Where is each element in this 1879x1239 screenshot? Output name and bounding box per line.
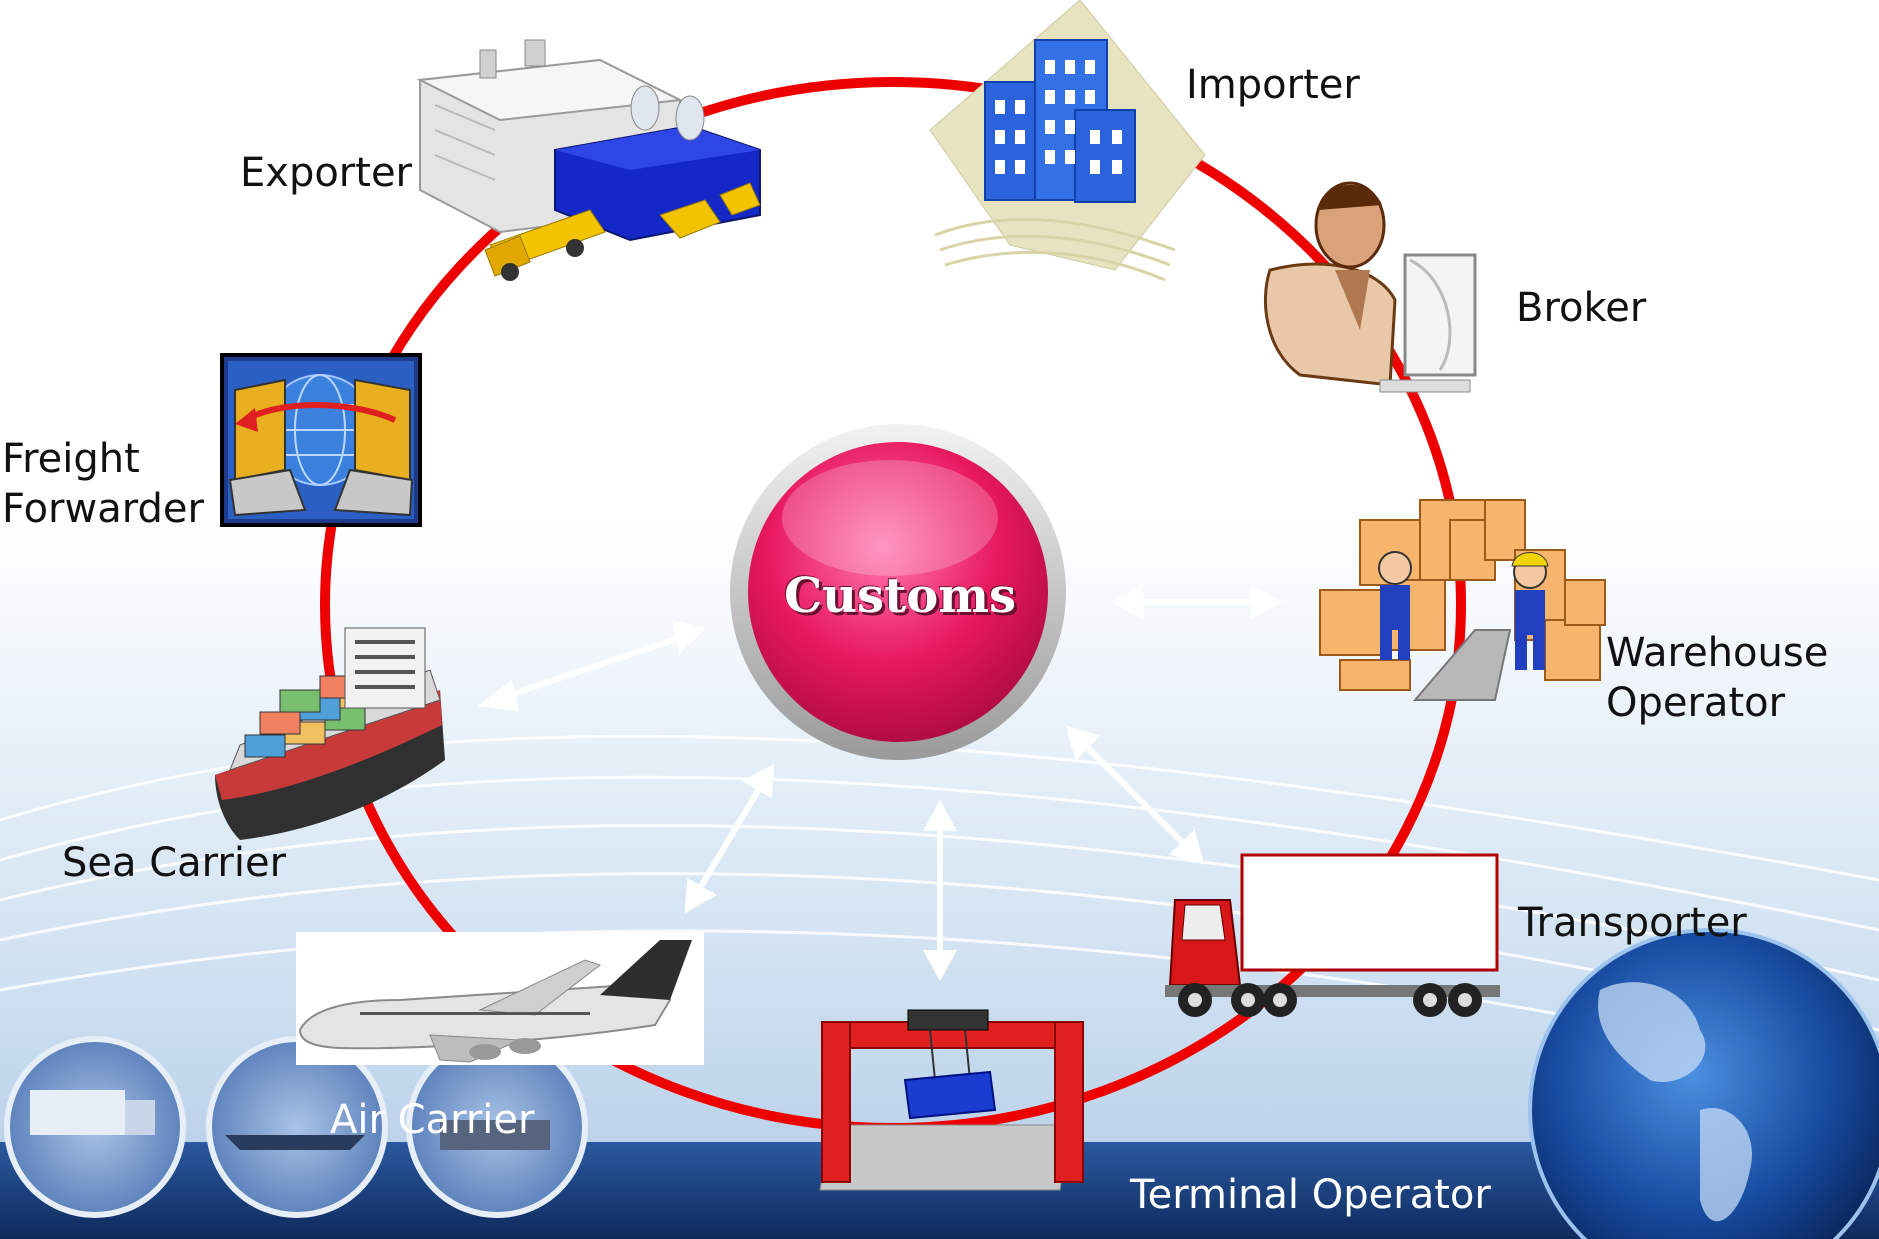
terminal-operator-label: Terminal Operator bbox=[1130, 1172, 1491, 1218]
freight-forwarder-label-line1: Freight bbox=[2, 436, 140, 482]
broker-label: Broker bbox=[1516, 285, 1647, 331]
worker-figure-right bbox=[1511, 552, 1549, 670]
warehouse-boxes-icon bbox=[1319, 499, 1606, 701]
exporter-label: Exporter bbox=[240, 150, 412, 196]
factory-icon bbox=[416, 39, 761, 281]
businessman-at-computer-icon bbox=[1264, 181, 1477, 393]
warehouse-operator-label-line2: Operator bbox=[1606, 680, 1786, 726]
truck-icon bbox=[1165, 853, 1500, 1017]
bottom-photo-circles bbox=[4, 1036, 588, 1218]
arrow-customs-terminal-operator bbox=[922, 799, 958, 982]
arrow-customs-transporter bbox=[1065, 725, 1205, 865]
exchange-arrows bbox=[477, 584, 1283, 982]
customs-label: Customs bbox=[783, 568, 1017, 624]
cargo-ship-icon bbox=[215, 627, 445, 840]
globe-decoration bbox=[1528, 928, 1879, 1239]
arrow-customs-air-carrier bbox=[684, 763, 775, 914]
network-globe-icon bbox=[220, 353, 422, 527]
worker-figure-left bbox=[1378, 551, 1412, 660]
airplane-icon bbox=[296, 932, 704, 1065]
transporter-label: Transporter bbox=[1518, 900, 1747, 946]
arrow-customs-warehouse-operator bbox=[1111, 584, 1283, 620]
importer-label: Importer bbox=[1186, 62, 1360, 108]
sea-carrier-label: Sea Carrier bbox=[62, 840, 287, 886]
gantry-crane-icon bbox=[819, 1009, 1084, 1191]
freight-forwarder-label-line2: Forwarder bbox=[2, 486, 204, 532]
arrow-customs-sea-carrier bbox=[477, 619, 707, 712]
warehouse-operator-label-line1: Warehouse bbox=[1606, 630, 1829, 676]
office-buildings-icon bbox=[929, 0, 1206, 282]
customs-node bbox=[730, 424, 1066, 760]
air-carrier-label: Air Carrier bbox=[330, 1097, 535, 1143]
